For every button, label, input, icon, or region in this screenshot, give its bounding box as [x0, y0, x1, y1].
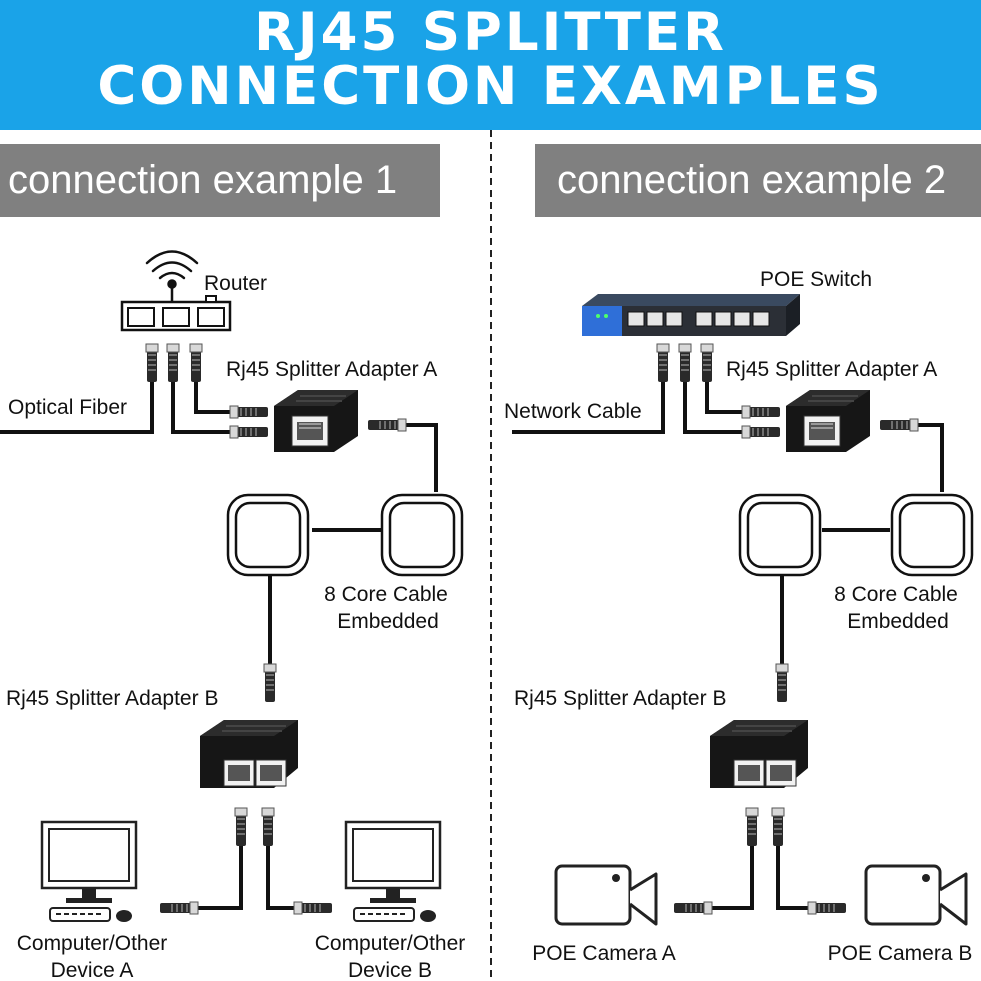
camera-icon	[554, 864, 658, 926]
rj45-plug-icon	[879, 418, 919, 432]
device-b-label-line-1: Computer/Other	[315, 932, 466, 955]
rj45-plug-icon	[293, 901, 333, 915]
camera-a-label: POE Camera A	[532, 942, 676, 965]
wall-socket-icon	[226, 493, 310, 577]
rj45-plug-icon	[673, 901, 713, 915]
optical-fiber-label: Optical Fiber	[8, 396, 127, 419]
rj45-plug-icon	[367, 418, 407, 432]
title-line-1: RJ45 SPLITTER	[254, 2, 727, 63]
example-1-tab: connection example 1	[0, 144, 440, 217]
rj45-plug-icon	[229, 405, 269, 419]
switch-icon	[582, 294, 800, 336]
rj45-plug-icon	[145, 343, 203, 383]
device-a-label-line-2: Device A	[51, 959, 134, 981]
computer-monitor-icon	[40, 820, 138, 924]
splitter-adapter-icon	[273, 389, 359, 453]
rj45-plug-icon	[807, 901, 847, 915]
adapter-a-label: Rj45 Splitter Adapter A	[226, 358, 437, 381]
rj45-plug-icon	[656, 343, 714, 383]
computer-monitor-icon	[344, 820, 442, 924]
wall-socket-icon	[738, 493, 822, 577]
cable-label-line-2: Embedded	[847, 610, 949, 633]
rj45-plug-icon	[741, 425, 781, 439]
rj45-plug-icon	[775, 663, 789, 703]
wall-socket-icon	[380, 493, 464, 577]
adapter-a-label: Rj45 Splitter Adapter A	[726, 358, 937, 381]
poe-switch-label: POE Switch	[760, 268, 872, 291]
router-label: Router	[204, 272, 267, 295]
cable-label-line-1: 8 Core Cable	[324, 583, 448, 606]
camera-b-label: POE Camera B	[828, 942, 973, 965]
cable-label-line-1: 8 Core Cable	[834, 583, 958, 606]
splitter-adapter-icon	[785, 389, 871, 453]
cables-example-2	[512, 380, 944, 910]
camera-icon	[864, 864, 968, 926]
rj45-plug-icon	[263, 663, 277, 703]
network-cable-label: Network Cable	[504, 400, 642, 423]
wifi-icon	[145, 250, 199, 304]
device-a-label-line-1: Computer/Other	[17, 932, 168, 955]
example-2-tab: connection example 2	[535, 144, 981, 217]
adapter-b-label: Rj45 Splitter Adapter B	[6, 687, 218, 710]
adapter-b-label: Rj45 Splitter Adapter B	[514, 687, 726, 710]
cable-label-line-2: Embedded	[337, 610, 439, 633]
router-icon	[120, 295, 232, 332]
splitter-adapter-icon	[709, 719, 809, 789]
rj45-plug-icon	[229, 425, 269, 439]
device-b-label-line-2: Device B	[348, 959, 432, 981]
rj45-plug-icon	[741, 405, 781, 419]
title-banner: RJ45 SPLITTER CONNECTION EXAMPLES	[0, 0, 981, 130]
title-line-2: CONNECTION EXAMPLES	[97, 56, 884, 117]
rj45-plug-icon	[159, 901, 199, 915]
rj45-plug-icon	[745, 807, 785, 847]
wall-socket-icon	[890, 493, 974, 577]
splitter-adapter-icon	[199, 719, 299, 789]
rj45-plug-icon	[234, 807, 275, 847]
